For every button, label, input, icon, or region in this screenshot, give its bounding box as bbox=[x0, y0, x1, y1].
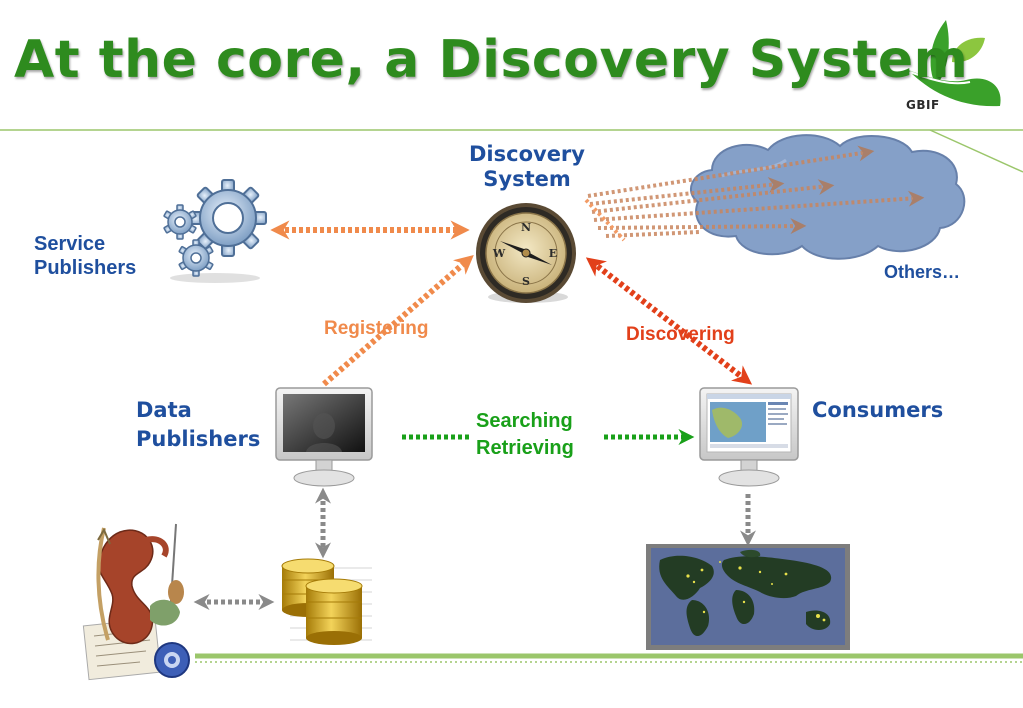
discovery-system-label: Discovery System bbox=[466, 142, 588, 192]
service-publishers-label-line2: Publishers bbox=[34, 257, 137, 279]
others-label: Others… bbox=[884, 262, 961, 282]
page-title: At the core, a Discovery System bbox=[14, 30, 969, 90]
searching-retrieving-label: Searching Retrieving bbox=[476, 408, 574, 462]
gbif-logo-icon bbox=[908, 20, 1001, 107]
discovering-label: Discovering bbox=[626, 324, 735, 345]
discovery-system-label-line2: System bbox=[483, 167, 571, 192]
svg-text:N: N bbox=[521, 221, 531, 234]
monitor-map-icon bbox=[699, 387, 799, 487]
svg-text:W: W bbox=[492, 247, 506, 260]
discovery-system-label-line1: Discovery bbox=[469, 142, 585, 166]
gears-icon bbox=[163, 179, 267, 283]
header-rule-tail bbox=[929, 129, 1023, 173]
consumers-label: Consumers bbox=[812, 398, 944, 422]
database-icon bbox=[281, 558, 372, 645]
specimens-icon bbox=[82, 523, 190, 681]
searching-label: Searching bbox=[476, 410, 573, 432]
data-publishers-label-line2: Publishers bbox=[136, 427, 261, 452]
discovering-arrow bbox=[585, 257, 753, 385]
data-publishers-label-line1: Data bbox=[136, 398, 192, 422]
gbif-logo-text: GBIF bbox=[906, 98, 940, 112]
registering-label: Registering bbox=[324, 318, 429, 339]
service-publishers-label-line1: Service bbox=[34, 233, 106, 255]
world-map-icon bbox=[646, 544, 850, 650]
compass-icon: N S E W bbox=[476, 203, 576, 303]
discovery-to-others-arrows bbox=[584, 145, 925, 242]
retrieving-label: Retrieving bbox=[476, 437, 574, 459]
service-publishers-label: Service Publishers bbox=[34, 232, 136, 280]
svg-text:S: S bbox=[522, 275, 530, 288]
monitor-icon bbox=[275, 387, 373, 487]
svg-text:E: E bbox=[549, 247, 557, 260]
registering-arrow bbox=[322, 254, 474, 387]
data-publishers-label: Data Publishers bbox=[136, 396, 260, 455]
